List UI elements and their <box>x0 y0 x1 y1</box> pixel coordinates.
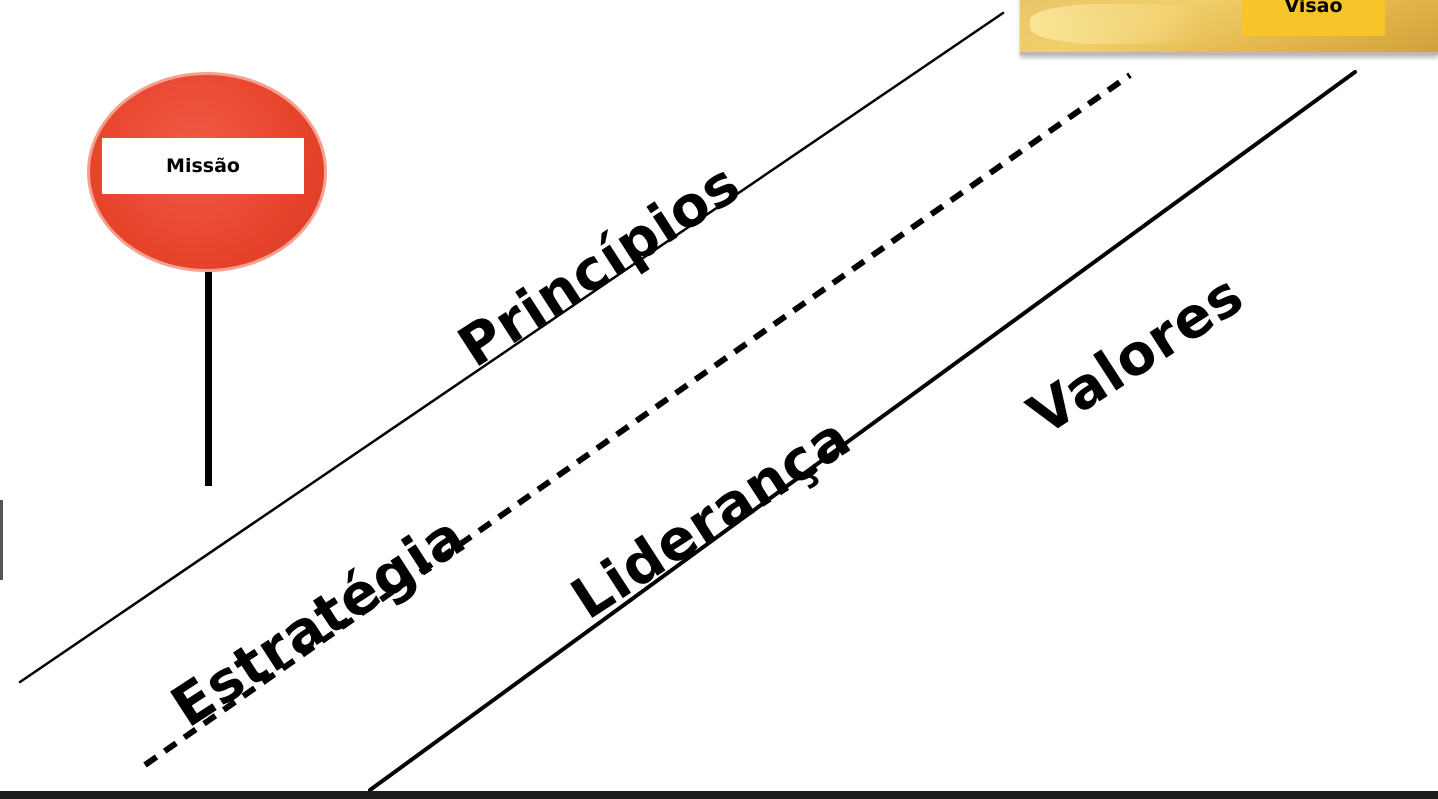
vision-label-box: Visão <box>1242 0 1385 36</box>
mission-label: Missão <box>166 155 240 177</box>
principios-road-edge <box>18 11 1005 684</box>
sign-post <box>205 270 212 486</box>
left-edge-mark <box>0 500 3 580</box>
mission-sign: Missão <box>87 72 327 272</box>
mission-sign-bar: Missão <box>102 138 304 194</box>
vision-label: Visão <box>1284 0 1343 17</box>
valores-road-edge <box>368 70 1357 792</box>
center-dashed-line <box>143 72 1132 768</box>
bottom-border <box>0 791 1438 799</box>
vision-card: Visão <box>1020 0 1438 55</box>
